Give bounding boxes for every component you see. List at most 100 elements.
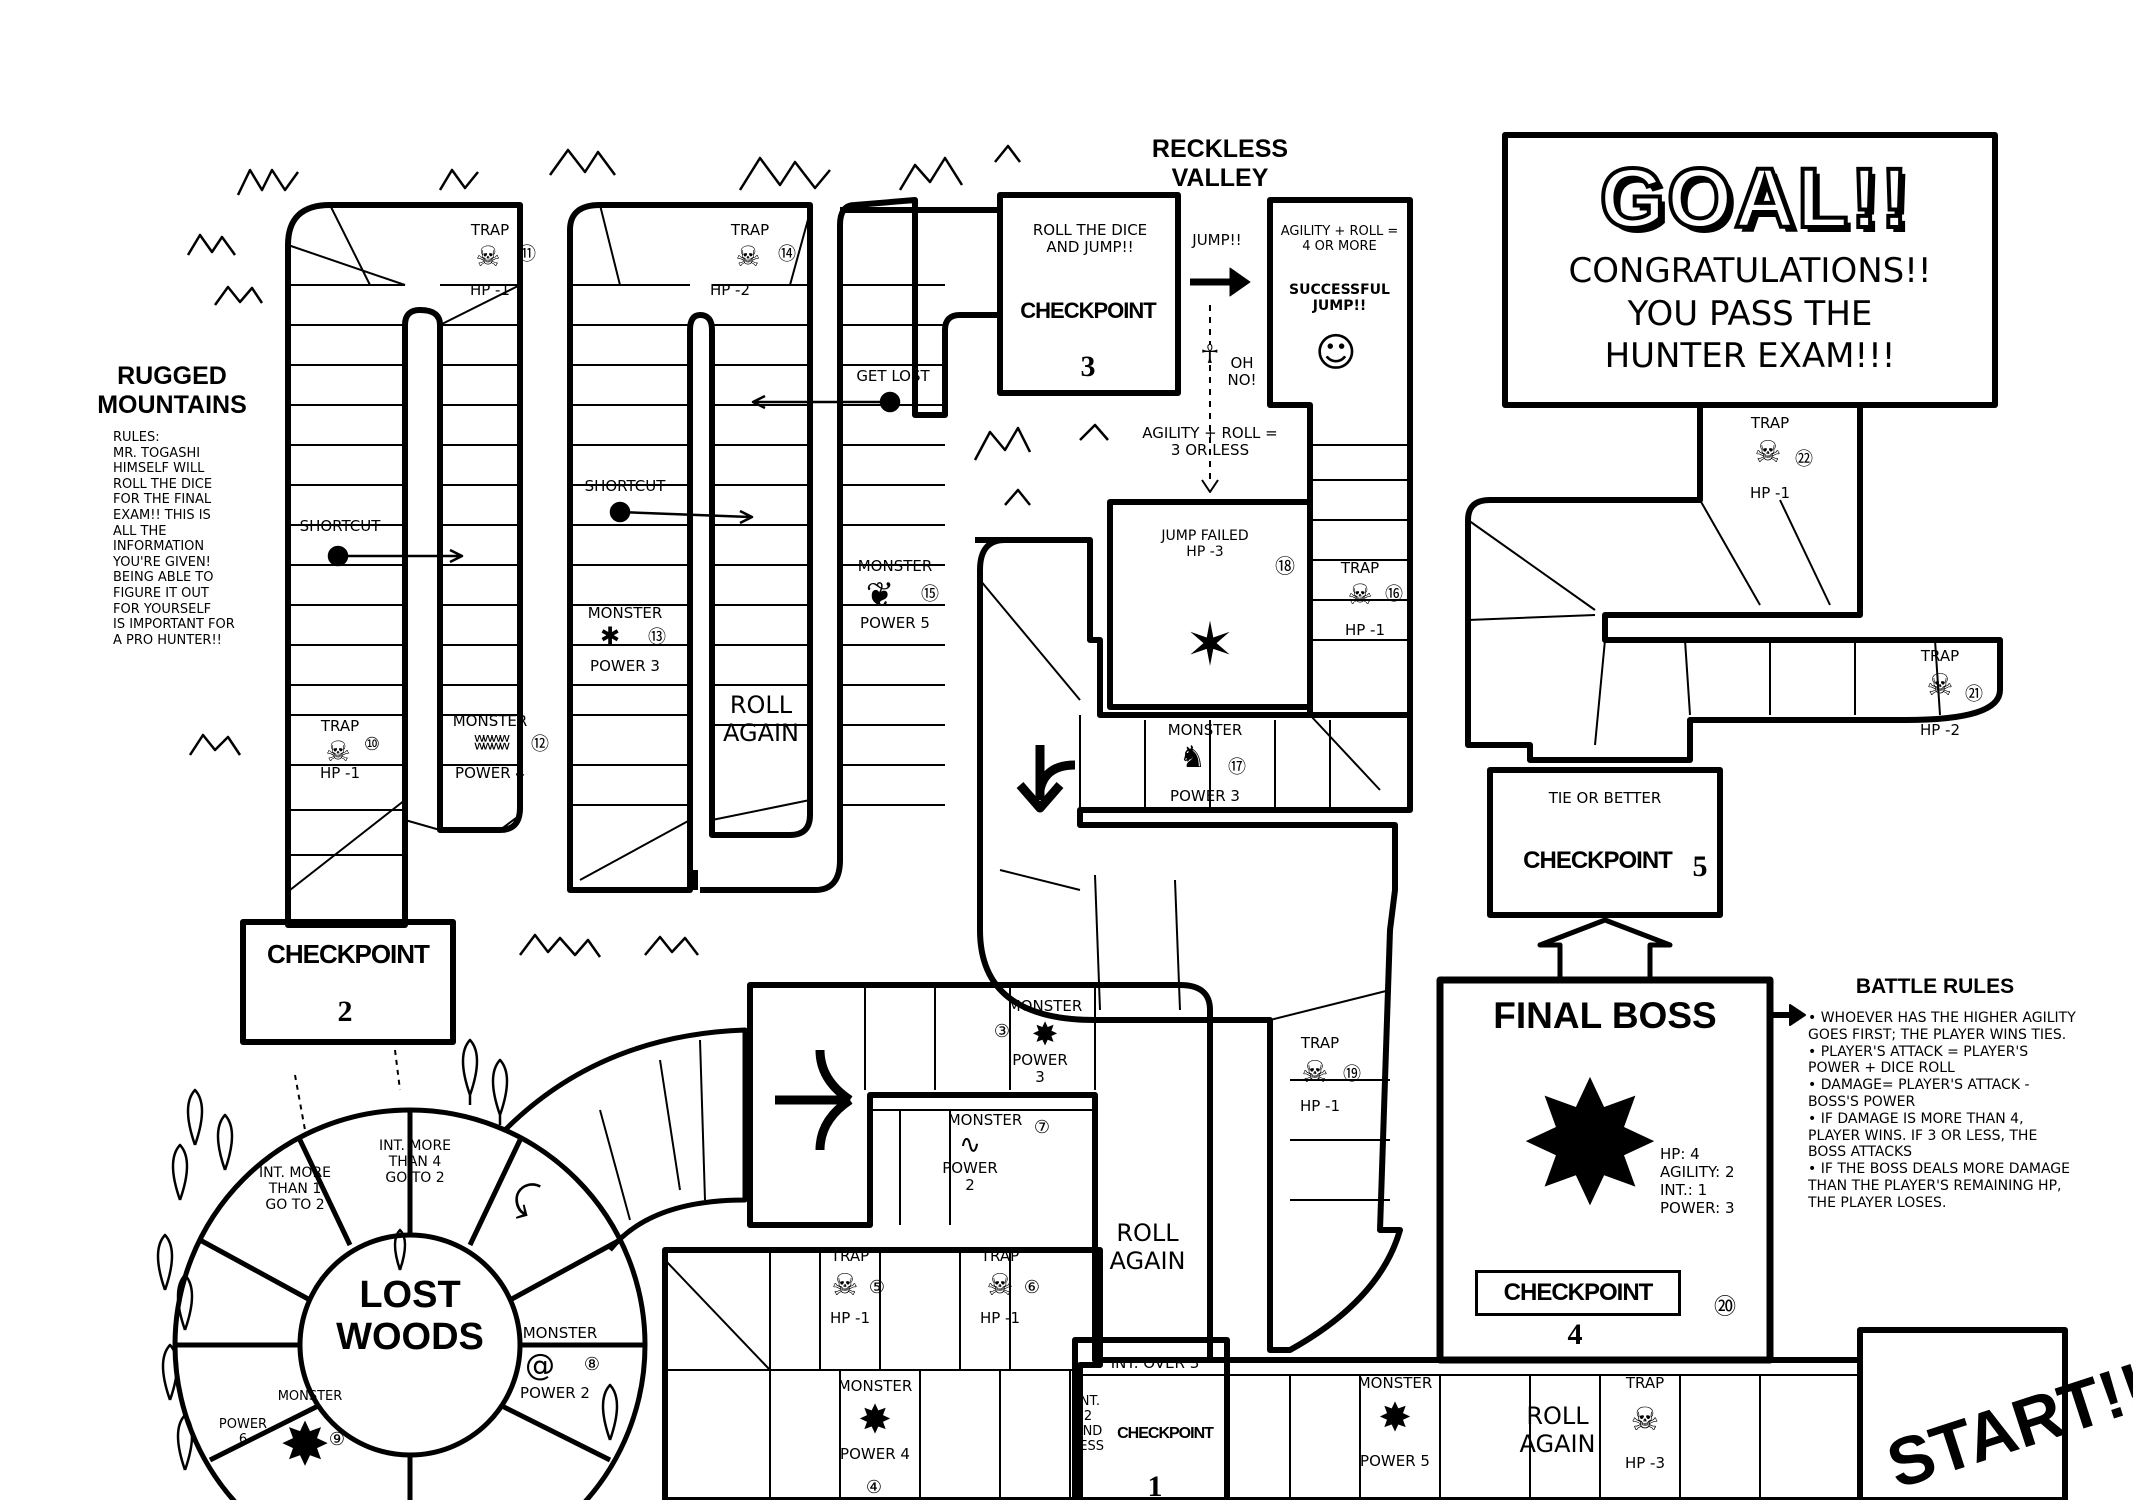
- space-4-type: MONSTER: [837, 1377, 913, 1395]
- space-17-type: MONSTER: [1167, 721, 1243, 739]
- space-8-type: MONSTER: [522, 1324, 598, 1342]
- jump-label: JUMP!!: [1192, 231, 1242, 249]
- lost-woods-title: LOST WOODS: [336, 1274, 484, 1358]
- space-10-number: ⑩: [363, 734, 381, 755]
- skull-icon: ☠: [1347, 578, 1373, 611]
- space-12-number: ⑫: [531, 734, 549, 755]
- checkpoint-5-box: [1487, 767, 1723, 918]
- space-6-type: TRAP: [980, 1247, 1020, 1265]
- checkpoint-4-number: 4: [1567, 1318, 1583, 1351]
- octopus-monster-icon: ✸: [858, 1397, 892, 1443]
- goal-message: CONGRATULATIONS!! YOU PASS THE HUNTER EX…: [1568, 251, 1932, 376]
- space-12-type: MONSTER: [452, 712, 528, 730]
- space-7-type: MONSTER: [947, 1111, 1023, 1129]
- checkpoint-5-note: TIE OR BETTER: [1548, 789, 1662, 807]
- snail-monster-icon: @: [525, 1348, 555, 1383]
- success-label: SUCCESSFUL JUMP!!: [1289, 282, 1390, 315]
- checkpoint-3-note: ROLL THE DICE AND JUMP!!: [1032, 221, 1148, 257]
- goal-title: GOAL!!: [1598, 149, 1911, 247]
- checkpoint-1-box: [1072, 1337, 1230, 1500]
- space-4-number: ④: [865, 1477, 883, 1498]
- stick-figure-icon: ☺: [1315, 330, 1357, 376]
- space-19-type: TRAP: [1300, 1034, 1340, 1052]
- checkpoint-1-note-2: INT. 2 AND LESS: [1072, 1394, 1104, 1454]
- space-22-number: ㉒: [1795, 449, 1813, 470]
- space-21-type: TRAP: [1920, 647, 1960, 665]
- centipede-monster-icon: ʬʬʬʬ: [473, 730, 510, 755]
- space-12-value: POWER 4: [455, 764, 525, 782]
- skull-icon: ☠: [475, 240, 501, 273]
- valley-arrows: [294, 267, 1251, 1131]
- space-3-value: POWER 3: [1012, 1051, 1068, 1087]
- space-20-number: ⑳: [1713, 1295, 1736, 1320]
- space-13-type: MONSTER: [587, 604, 663, 622]
- space-14-value: HP -2: [709, 281, 751, 299]
- space-21-number: ㉑: [1965, 684, 1983, 705]
- checkpoint-2-label[interactable]: CHECKPOINT: [267, 939, 430, 969]
- space-22-value: HP -1: [1749, 484, 1791, 502]
- space-4-value: POWER 4: [840, 1445, 910, 1463]
- path-column-2: [567, 202, 813, 893]
- path-right-upper: [1465, 402, 2003, 763]
- space-22-type: TRAP: [1750, 414, 1790, 432]
- oh-no-label: OH NO!: [1227, 354, 1257, 390]
- skull-icon: ☠: [735, 240, 761, 273]
- column-rungs: [287, 204, 945, 891]
- space-9-value: POWER 6: [218, 1417, 268, 1447]
- space-11-value: HP -1: [469, 281, 511, 299]
- reckless-valley-title: RECKLESS VALLEY: [1151, 135, 1289, 192]
- roll-again-1: ROLL AGAIN: [722, 691, 800, 747]
- checkpoint-1-label[interactable]: CHECKPOINT: [1117, 1425, 1214, 1442]
- checkpoint-1-number: 1: [1147, 1470, 1163, 1503]
- roll-again-2: ROLL AGAIN: [1109, 1219, 1186, 1275]
- space-6-number: ⑥: [1023, 1277, 1041, 1298]
- battle-rules-text: • WHOEVER HAS THE HIGHER AGILITY GOES FI…: [1808, 1010, 2076, 1211]
- space-7-number: ⑦: [1033, 1117, 1051, 1138]
- shortcut-label-1: SHORTCUT: [299, 517, 381, 535]
- get-lost-label: GET LOST: [856, 367, 930, 385]
- checkpoint-3-label[interactable]: CHECKPOINT: [1020, 298, 1156, 323]
- spiky-monster-icon: ✸: [1031, 1015, 1059, 1053]
- space-s1-type: MONSTER: [1357, 1374, 1433, 1392]
- space-16-type: TRAP: [1340, 559, 1380, 577]
- goal-box: [1502, 132, 1998, 408]
- space-19-number: ⑲: [1343, 1064, 1361, 1085]
- space-15-number: ⑮: [921, 584, 939, 605]
- success-rule: AGILITY + ROLL = 4 OR MORE: [1280, 224, 1399, 254]
- checkpoint-3-number: 3: [1080, 350, 1096, 383]
- checkpoint-5-label[interactable]: CHECKPOINT: [1523, 847, 1673, 874]
- fail-rule: AGILITY + ROLL = 3 OR LESS: [1142, 424, 1278, 460]
- space-9-type: MONSTER: [277, 1389, 343, 1404]
- roll-again-3: ROLL AGAIN: [1519, 1402, 1596, 1458]
- lost-woods-ring: [172, 1027, 748, 1500]
- tree-doodles: [156, 1038, 619, 1471]
- checkpoint-2-box: [240, 919, 456, 1045]
- circle-option-1: INT. MORE THAN 1 GO TO 2: [258, 1165, 332, 1214]
- mountain-doodles: [186, 144, 1109, 958]
- skull-icon: ☠: [1754, 435, 1782, 470]
- space-17-value: POWER 3: [1170, 787, 1240, 805]
- checkpoint-4-label: CHECKPOINT: [1475, 1270, 1681, 1316]
- space-16-value: HP -1: [1344, 621, 1386, 639]
- boss-monster-icon: ✸: [1518, 1046, 1662, 1244]
- path-column-3: [692, 197, 1003, 893]
- space-16-number: ⑯: [1385, 584, 1403, 605]
- space-18-number: ⑱: [1275, 554, 1295, 578]
- checkpoint-3-box: [997, 192, 1181, 396]
- jump-failed-box: [1107, 499, 1313, 710]
- space-10-type: TRAP: [320, 717, 360, 735]
- boss-stats: HP: 4 AGILITY: 2 INT.: 1 POWER: 3: [1660, 1145, 1735, 1217]
- space-17-number: ⑰: [1228, 757, 1246, 778]
- shortcut-label-2: SHORTCUT: [584, 477, 666, 495]
- direction-arrows: [775, 745, 1790, 1151]
- boss-arrow-up: [1537, 917, 1673, 980]
- final-boss-box: [1436, 976, 1774, 1364]
- space-6-value: HP -1: [979, 1309, 1021, 1327]
- skull-icon: ☠: [1926, 668, 1954, 703]
- space-8-value: POWER 2: [520, 1384, 590, 1402]
- rules-text: RULES: MR. TOGASHI HIMSELF WILL ROLL THE…: [113, 430, 235, 648]
- space-14-number: ⑭: [778, 244, 796, 265]
- bird-monster-icon: ❦: [865, 575, 895, 615]
- space-15-type: MONSTER: [857, 557, 933, 575]
